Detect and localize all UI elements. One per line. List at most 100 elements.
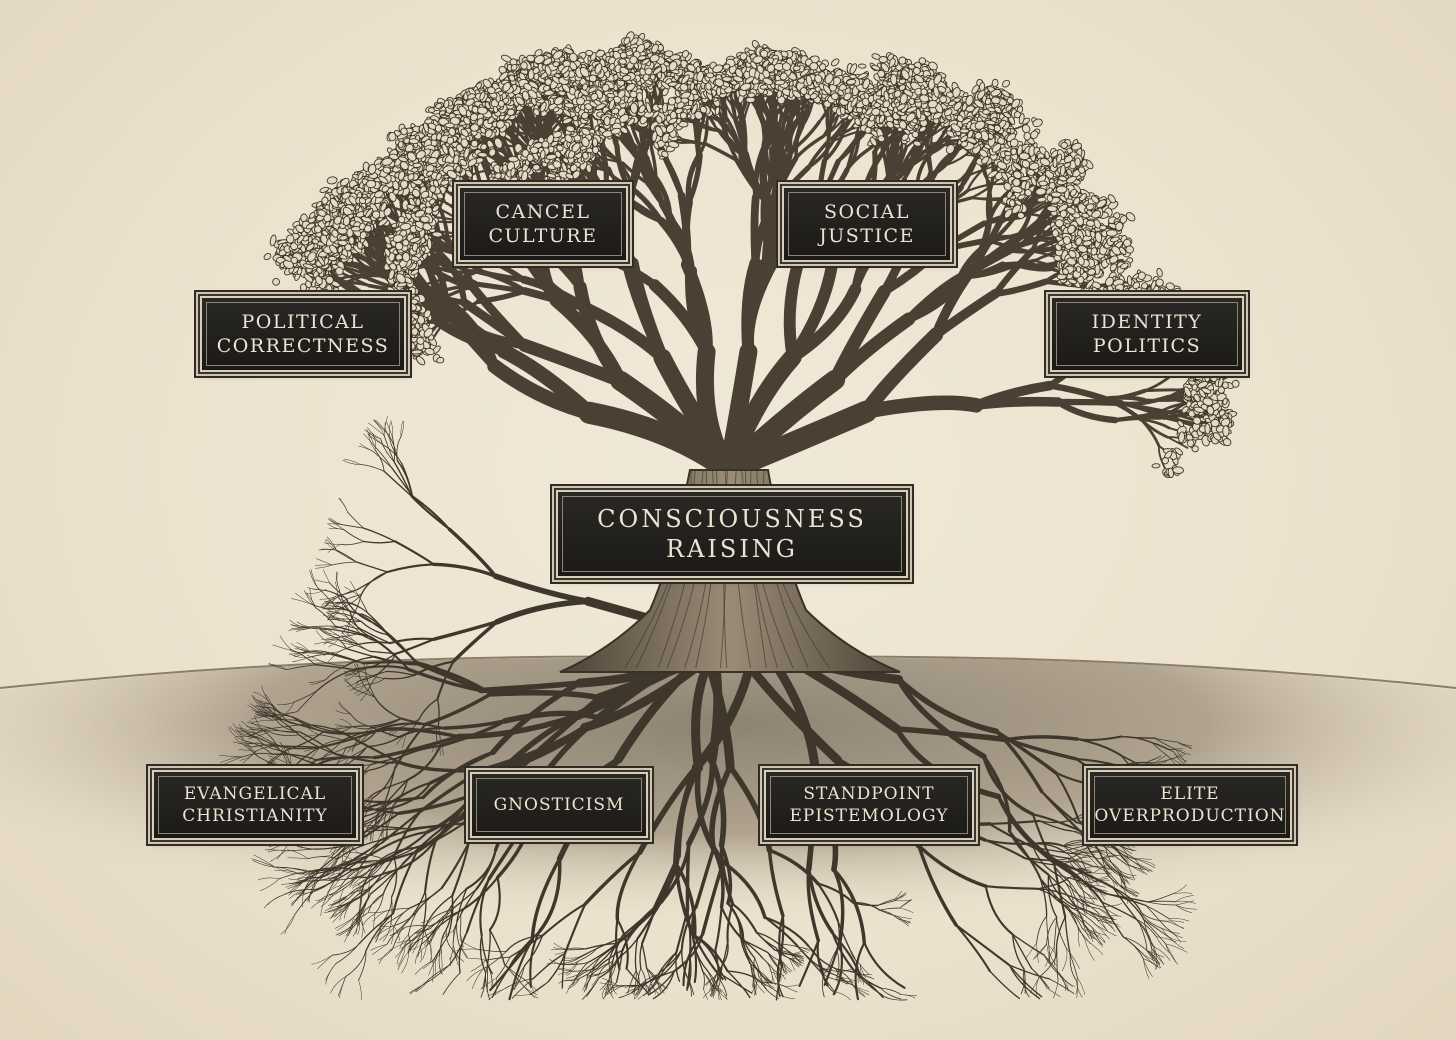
- root-line: [358, 980, 362, 1000]
- root-line: [351, 764, 371, 767]
- root-line: [335, 942, 360, 965]
- root-line: [239, 733, 258, 739]
- root-line: [248, 720, 264, 731]
- root-line: [349, 812, 400, 846]
- root-line: [380, 824, 389, 837]
- root-line: [566, 979, 575, 994]
- root-line: [252, 696, 266, 710]
- root-line: [228, 727, 245, 742]
- root-line: [442, 972, 461, 995]
- root-line: [410, 495, 451, 531]
- root-line: [420, 917, 434, 924]
- root-line: [339, 766, 353, 769]
- root-line: [1069, 954, 1078, 982]
- root-line: [274, 745, 287, 764]
- root-line: [335, 725, 352, 728]
- root-line: [335, 710, 351, 715]
- root-line: [288, 882, 303, 893]
- root-line: [281, 749, 292, 765]
- root-line: [316, 558, 333, 566]
- root-line: [451, 888, 477, 910]
- root-line: [341, 757, 350, 770]
- root-line: [375, 419, 388, 434]
- root-line: [338, 976, 346, 999]
- root-line: [494, 598, 591, 625]
- root-line: [242, 750, 257, 764]
- root-line: [359, 463, 385, 472]
- root-line: [428, 957, 437, 976]
- root-line: [320, 844, 352, 869]
- root-line: [372, 451, 392, 468]
- root-line: [349, 875, 362, 888]
- root-line: [426, 964, 451, 983]
- root-line: [238, 748, 257, 752]
- branch-line: [794, 134, 825, 161]
- root-line: [383, 470, 413, 498]
- root-line: [424, 930, 434, 946]
- root-line: [415, 928, 431, 934]
- root-line: [338, 701, 351, 715]
- root-line: [382, 846, 417, 862]
- branch-line: [970, 196, 1000, 200]
- root-line: [229, 726, 245, 742]
- root-line: [279, 749, 318, 766]
- root-line: [271, 753, 318, 761]
- root-line: [350, 725, 374, 728]
- root-line: [703, 989, 709, 1001]
- root-line: [372, 779, 408, 795]
- root-line: [253, 735, 281, 751]
- root-line: [369, 757, 399, 766]
- root-line: [372, 734, 461, 760]
- root-line: [248, 743, 259, 758]
- root-line: [286, 748, 292, 765]
- root-line: [442, 931, 454, 940]
- root-line: [338, 498, 348, 513]
- root-line: [335, 549, 357, 563]
- root-line: [339, 498, 348, 513]
- root-line: [337, 634, 359, 645]
- root-line: [397, 951, 409, 971]
- root-line: [340, 541, 365, 546]
- root-line: [324, 589, 339, 596]
- root-line: [316, 630, 328, 643]
- root-line: [459, 913, 462, 934]
- root-line: [308, 625, 336, 628]
- root-line: [401, 951, 409, 974]
- root-line: [1046, 987, 1061, 997]
- branch-line: [885, 126, 889, 153]
- root-line: [1061, 948, 1068, 972]
- root-line: [331, 942, 360, 956]
- root-line: [1043, 954, 1062, 976]
- root-line: [257, 701, 273, 705]
- root-line: [356, 571, 388, 591]
- root-line: [374, 696, 402, 720]
- root-line: [343, 529, 365, 542]
- root-line: [423, 957, 437, 969]
- root-line: [254, 705, 271, 708]
- root-line: [1060, 974, 1075, 987]
- root-line: [414, 978, 430, 992]
- root-line: [456, 888, 468, 923]
- root-line: [323, 569, 330, 584]
- root-line: [366, 862, 384, 880]
- root-line: [435, 957, 437, 976]
- root-line: [243, 740, 273, 755]
- root-line: [331, 561, 357, 566]
- root-line: [253, 714, 264, 731]
- root-line: [406, 744, 442, 782]
- root-line: [256, 737, 281, 751]
- root-line: [331, 763, 349, 768]
- root-line: [1122, 936, 1144, 960]
- root-line: [446, 888, 468, 915]
- root-line: [331, 635, 347, 649]
- root-line: [242, 752, 273, 758]
- root-line: [355, 561, 388, 573]
- root-line: [357, 594, 369, 614]
- root-line: [310, 568, 318, 588]
- root-line: [465, 849, 497, 890]
- root-line: [685, 841, 691, 913]
- root-line: [268, 755, 287, 764]
- root-line: [1048, 978, 1075, 995]
- root-line: [240, 728, 258, 739]
